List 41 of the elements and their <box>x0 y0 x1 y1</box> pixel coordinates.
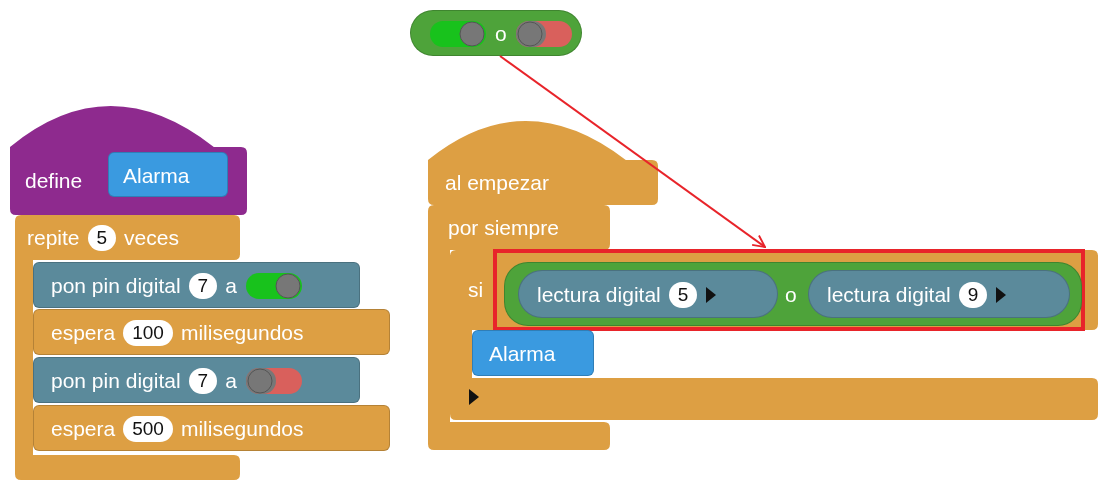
stack-block <box>33 405 390 451</box>
reporter-block <box>518 270 778 318</box>
block-label: a <box>225 369 237 393</box>
number-field: 5 <box>668 282 698 308</box>
block-label: espera <box>51 321 116 345</box>
stack-block <box>33 357 360 403</box>
block-label: pon pin digital <box>51 369 181 393</box>
stack-block <box>33 262 360 308</box>
block-label: o <box>785 283 797 307</box>
stack-block <box>33 309 390 355</box>
block-label: milisegundos <box>180 321 304 345</box>
highlight-box <box>493 249 1085 331</box>
block-label: a <box>225 274 237 298</box>
number-field: 9 <box>958 282 988 308</box>
block-label: espera <box>51 417 116 441</box>
reporter-block <box>410 10 582 56</box>
reporter-block <box>808 270 1070 318</box>
number-field: 100 <box>123 320 173 346</box>
number-field: 7 <box>188 273 218 299</box>
block-label: por siempre <box>448 215 559 240</box>
block-label: define <box>25 169 83 193</box>
block-label: lectura digital <box>827 283 951 307</box>
block-label: al empezar <box>445 170 549 195</box>
c-block <box>450 250 1098 420</box>
number-field: 500 <box>123 416 173 442</box>
block-label: pon pin digital <box>51 274 181 298</box>
arrow <box>499 55 766 248</box>
reporter-block <box>504 262 1082 326</box>
block-label: Alarma <box>489 342 556 366</box>
number-field: 7 <box>188 368 218 394</box>
block-label: si <box>468 278 484 302</box>
hat-block <box>10 105 247 215</box>
block-label: o <box>495 22 507 46</box>
block-label: lectura digital <box>537 283 661 307</box>
block-label: Alarma <box>123 163 190 188</box>
block-label: repite <box>27 225 80 250</box>
hat-block <box>428 120 658 205</box>
stack-block <box>108 152 228 197</box>
block-label: milisegundos <box>180 417 304 441</box>
stack-block <box>472 330 594 376</box>
block-label: veces <box>124 225 179 250</box>
